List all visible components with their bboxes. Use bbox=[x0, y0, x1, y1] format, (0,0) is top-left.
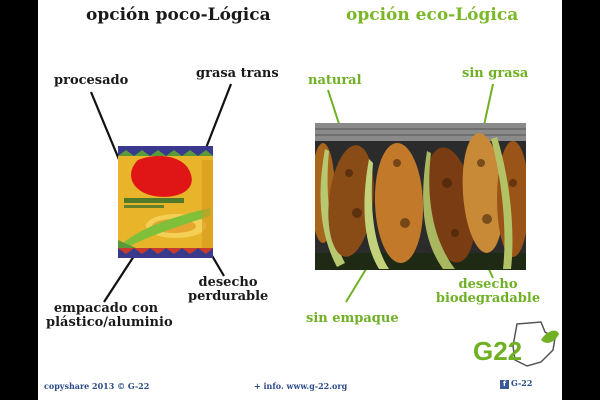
label-sin-grasa: sin grasa bbox=[462, 66, 529, 81]
label-desecho-biodegradable: desecho biodegradable bbox=[434, 278, 542, 306]
grilled-corn-image bbox=[315, 123, 526, 270]
line-empacado bbox=[103, 255, 135, 303]
facebook-label: G-22 bbox=[511, 378, 533, 388]
label-desecho-bio-line1: desecho bbox=[458, 277, 518, 292]
guatemala-map-outline bbox=[512, 321, 556, 367]
label-desecho-perdurable-line1: desecho bbox=[198, 275, 258, 290]
leaf-icon bbox=[541, 330, 559, 343]
label-empacado-line2: plástico/aluminio bbox=[46, 315, 173, 330]
label-grasa-trans: grasa trans bbox=[196, 66, 279, 81]
facebook-icon: f bbox=[500, 379, 509, 389]
slide: opción poco-Lógica opción eco-Lógica pro… bbox=[38, 0, 562, 400]
title-eco-logica: opción eco-Lógica bbox=[346, 5, 519, 25]
footer-copyshare: copyshare 2013 © G-22 bbox=[44, 381, 150, 391]
title-poco-logica: opción poco-Lógica bbox=[86, 5, 271, 25]
label-natural: natural bbox=[308, 73, 362, 88]
label-desecho-perdurable-line2: perdurable bbox=[188, 289, 269, 304]
label-desecho-bio-line2: biodegradable bbox=[435, 291, 541, 306]
label-desecho-perdurable: desecho perdurable bbox=[188, 276, 268, 304]
label-empacado-line1: empacado con bbox=[53, 301, 159, 316]
chip-bag-image bbox=[118, 146, 213, 258]
g22-logo: G22 bbox=[473, 321, 559, 367]
label-sin-empaque: sin empaque bbox=[306, 311, 399, 326]
label-empacado: empacado con plástico/aluminio bbox=[46, 301, 173, 330]
g22-logo-text: G22 bbox=[473, 336, 522, 366]
label-procesado: procesado bbox=[54, 73, 129, 88]
line-grasa-trans bbox=[204, 83, 233, 149]
footer-info-link[interactable]: + info. www.g-22.org bbox=[254, 381, 348, 391]
